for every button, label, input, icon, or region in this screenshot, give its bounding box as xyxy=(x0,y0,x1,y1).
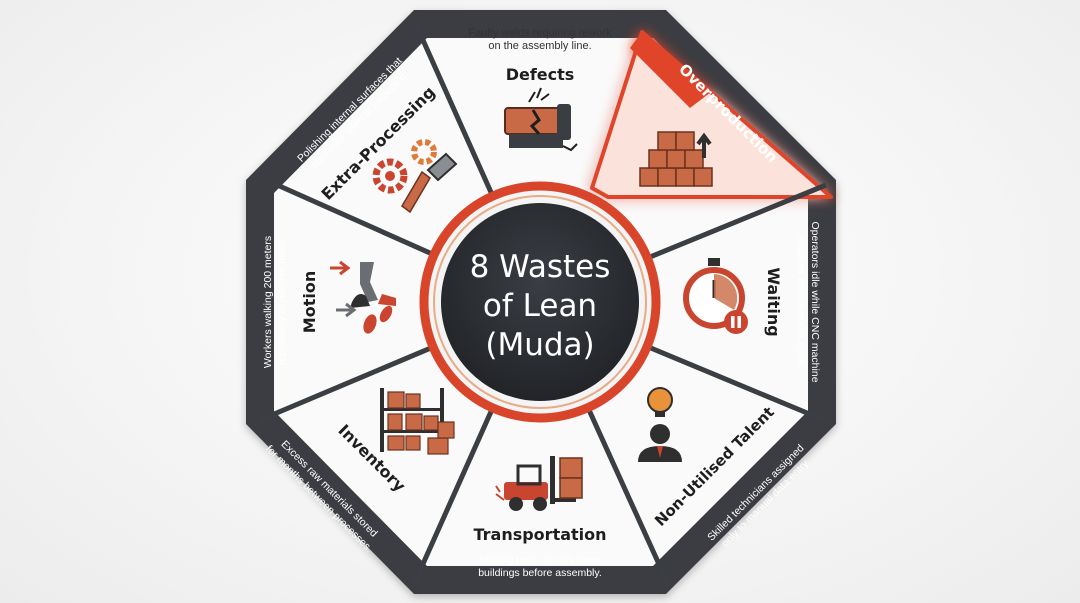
center-disc xyxy=(441,203,639,401)
defects-title: Defects xyxy=(506,65,575,84)
transportation-desc-line2: buildings before assembly. xyxy=(478,567,602,579)
gears-polisher-icon xyxy=(372,139,458,214)
defects-desc-line1: Faulty welds requiring rework xyxy=(468,27,612,39)
segment-motion[interactable]: Workers walking 200 meters repeatedly to… xyxy=(262,236,396,368)
center-title-line2: of Lean xyxy=(483,288,597,324)
segment-waiting[interactable]: Operators idle while CNC machine machine… xyxy=(683,221,821,383)
waiting-title: Waiting xyxy=(764,267,783,336)
transportation-title: Transportation xyxy=(473,525,606,544)
center-inner-ring xyxy=(433,195,647,409)
motion-desc-line1: Workers walking 200 meters xyxy=(262,236,274,368)
stopwatch-pause-icon xyxy=(683,258,748,334)
center-title-line3: (Muda) xyxy=(485,327,594,363)
walking-footsteps-icon xyxy=(330,260,396,334)
segment-transportation[interactable]: Moving parts across three buildings befo… xyxy=(473,456,607,579)
broken-weld-icon xyxy=(504,87,578,152)
motion-title: Motion xyxy=(300,271,319,333)
waiting-desc-line2: machine completes its cycle. xyxy=(795,235,807,369)
center-title-line1: 8 Wastes xyxy=(470,249,611,285)
shelves-boxes-icon xyxy=(380,388,455,455)
waiting-desc-line1: Operators idle while CNC machine xyxy=(809,221,821,382)
segment-defects[interactable]: Faulty welds requiring rework on the ass… xyxy=(468,27,612,152)
transportation-desc-line1: Moving parts across three xyxy=(480,554,601,566)
forklift-icon xyxy=(495,456,583,511)
lightbulb-person-icon xyxy=(638,387,682,462)
stacked-boxes-arrow-icon xyxy=(639,131,713,187)
defects-desc-line2: on the assembly line. xyxy=(488,40,591,52)
motion-desc-line2: repeatedly to retrieve tools. xyxy=(276,239,288,366)
